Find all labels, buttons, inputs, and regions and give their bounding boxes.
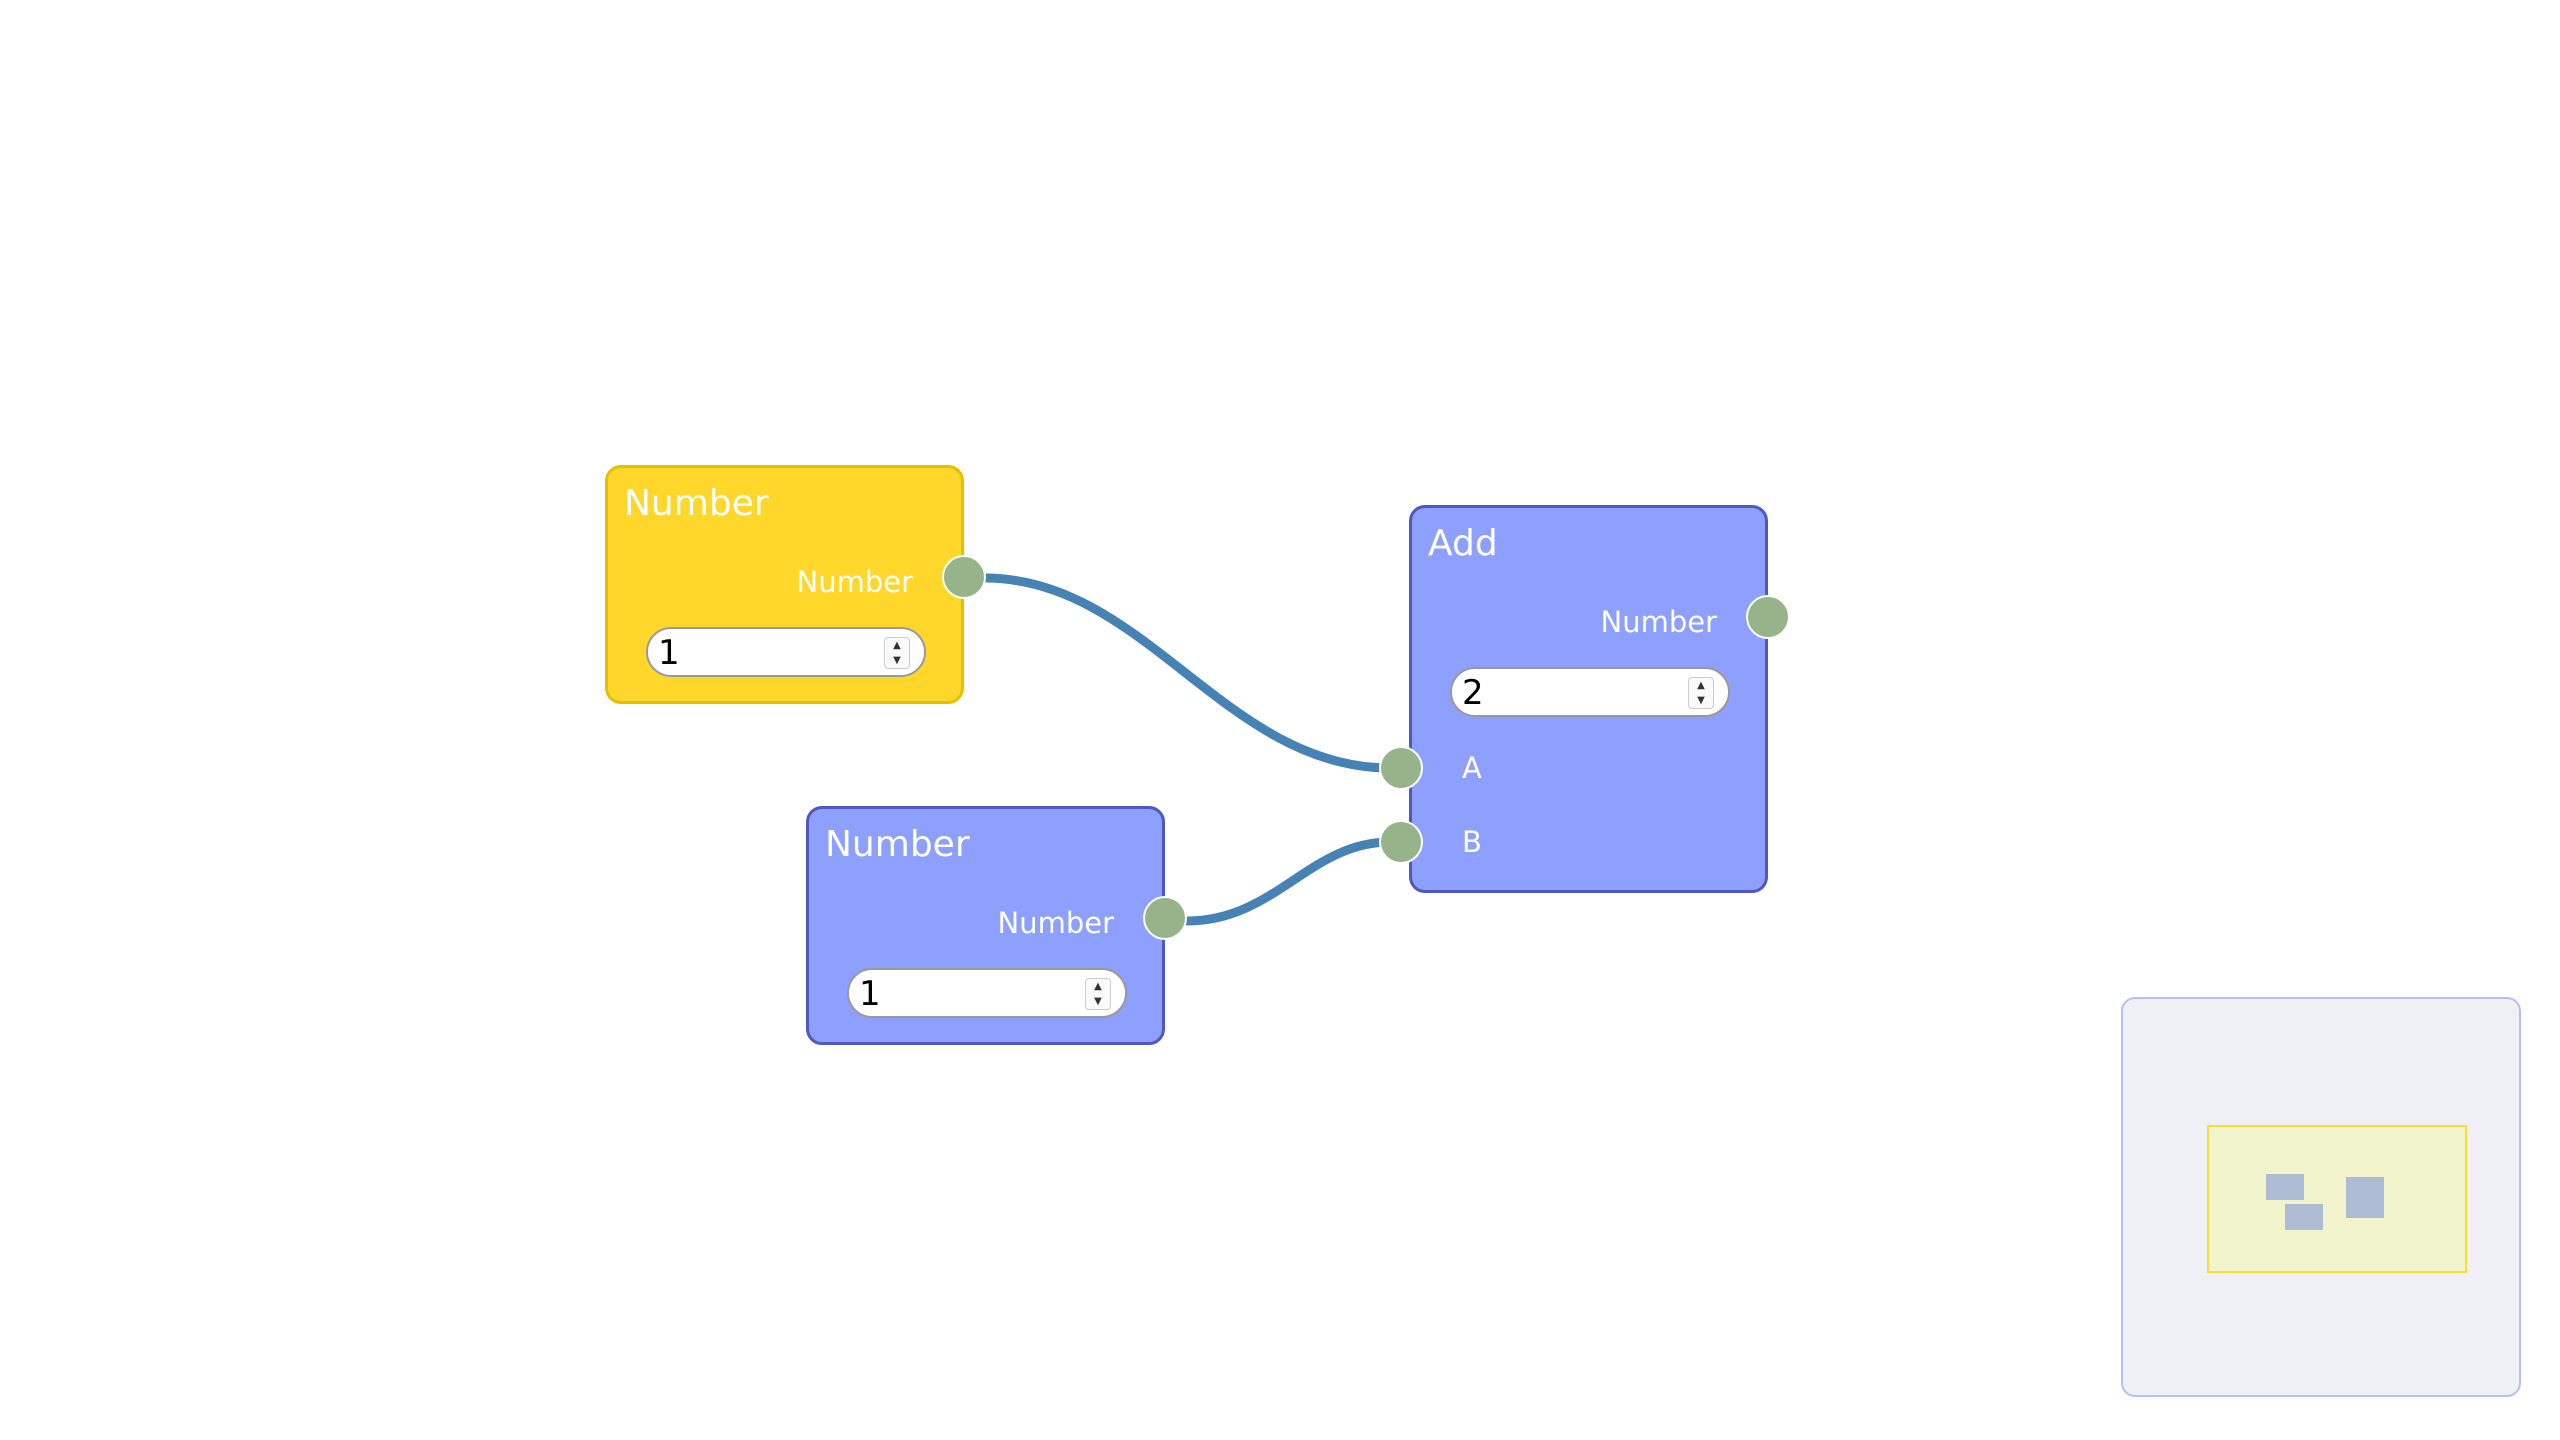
- connection-number1-to-add-a[interactable]: [980, 573, 1395, 773]
- output-label: Number: [1600, 605, 1718, 639]
- minimap-node: [2266, 1174, 2304, 1200]
- connection-number2-to-add-b[interactable]: [1182, 837, 1395, 926]
- number-input[interactable]: [658, 633, 858, 673]
- node-title: Add: [1428, 523, 1498, 564]
- output-label: Number: [796, 565, 914, 599]
- add-node[interactable]: Add Number ▲ ▼ A B: [1379, 505, 1790, 893]
- input-socket-a[interactable]: [1379, 746, 1423, 790]
- spin-down-icon[interactable]: ▼: [1697, 695, 1705, 706]
- input-socket-b[interactable]: [1379, 820, 1423, 864]
- node-title: Number: [825, 824, 970, 865]
- number-control[interactable]: ▲ ▼: [1450, 667, 1730, 717]
- minimap-viewport[interactable]: [2207, 1125, 2467, 1273]
- spin-buttons[interactable]: ▲ ▼: [1085, 978, 1111, 1010]
- number-input[interactable]: [1462, 673, 1662, 713]
- number-control[interactable]: ▲ ▼: [847, 968, 1127, 1018]
- output-socket[interactable]: [1746, 595, 1790, 639]
- spin-up-icon[interactable]: ▲: [1697, 680, 1705, 691]
- number-node-1[interactable]: Number Number ▲ ▼: [605, 465, 986, 704]
- minimap-node: [2285, 1204, 2323, 1230]
- node-title: Number: [624, 483, 769, 524]
- spin-buttons[interactable]: ▲ ▼: [1688, 677, 1714, 709]
- input-label-b: B: [1462, 825, 1482, 859]
- number-node-2[interactable]: Number Number ▲ ▼: [806, 806, 1187, 1045]
- number-control[interactable]: ▲ ▼: [646, 627, 926, 677]
- output-socket[interactable]: [942, 555, 986, 599]
- number-input[interactable]: [859, 974, 1059, 1014]
- input-label-a: A: [1462, 751, 1482, 785]
- spin-down-icon[interactable]: ▼: [893, 655, 901, 666]
- minimap[interactable]: [2121, 997, 2521, 1397]
- spin-up-icon[interactable]: ▲: [1094, 981, 1102, 992]
- spin-down-icon[interactable]: ▼: [1094, 996, 1102, 1007]
- output-socket[interactable]: [1143, 896, 1187, 940]
- minimap-node: [2346, 1177, 2384, 1218]
- spin-up-icon[interactable]: ▲: [893, 640, 901, 651]
- spin-buttons[interactable]: ▲ ▼: [884, 637, 910, 669]
- output-label: Number: [997, 906, 1115, 940]
